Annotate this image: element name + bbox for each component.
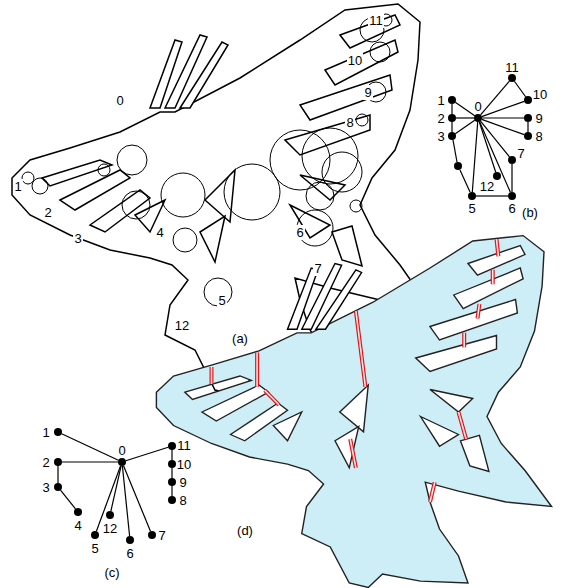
graph-edge	[514, 81, 525, 97]
cut-line	[212, 239, 499, 502]
graph-edge	[456, 117, 474, 118]
callout-number: 3	[73, 231, 82, 246]
graph-vertex: 7	[148, 531, 156, 539]
cut-line	[212, 239, 499, 502]
graph-edge	[62, 434, 119, 461]
graph-edge	[171, 468, 172, 478]
graph-edge	[482, 101, 524, 116]
graph-vertex: 3	[54, 483, 62, 491]
graph-vertex: 10	[524, 96, 532, 104]
vertex-number: 2	[437, 111, 444, 126]
vertex-number: 4	[74, 518, 81, 533]
unlabeled-vertex	[453, 140, 470, 192]
callout-number: 5	[217, 293, 226, 308]
callout-number: 2	[43, 205, 52, 220]
callout-number: 10	[347, 53, 363, 68]
vertex-number: 11	[505, 60, 519, 75]
graph-vertex: 7	[508, 156, 516, 164]
vertex-number: 3	[42, 480, 49, 495]
graph-edge	[455, 120, 474, 133]
vertex-number: 1	[437, 93, 444, 108]
callout-number: 12	[174, 318, 190, 333]
graph-edge	[527, 122, 528, 132]
panel-label: (d)	[236, 523, 254, 538]
vertex-number: 11	[177, 438, 191, 453]
graph-edge	[451, 122, 452, 132]
graph-vertex: 6	[126, 536, 134, 544]
graph-vertex: 11	[508, 74, 516, 82]
vertex-number: 0	[118, 443, 125, 458]
segmented-butterfly	[156, 236, 551, 588]
graph-vertex: 1	[54, 428, 62, 436]
vertex-number: 5	[468, 201, 475, 216]
vertex-number: 7	[517, 146, 524, 161]
graph-vertex: 8	[524, 132, 532, 140]
graph-edge	[479, 122, 496, 172]
graph-edge	[62, 461, 118, 462]
vertex-number: 12	[480, 179, 494, 194]
graph-edge	[111, 466, 121, 511]
vertex-number: 6	[508, 201, 515, 216]
callout-number: 6	[295, 225, 304, 240]
vertex-number: 3	[437, 129, 444, 144]
graph-edge	[171, 450, 172, 460]
graph-edge	[482, 117, 524, 118]
callout-number: 1	[13, 179, 22, 194]
graph-edge	[472, 122, 477, 192]
graph-vertex: 1	[448, 96, 456, 104]
vertex-number: 6	[126, 546, 133, 561]
graph-edge	[60, 490, 75, 509]
vertex-number: 8	[535, 129, 542, 144]
vertex-number: 2	[42, 455, 49, 470]
graph-vertex: 4	[74, 508, 82, 516]
panel-label: (c)	[103, 565, 120, 580]
vertex-number: 10	[177, 457, 191, 472]
panel-label: (a)	[231, 331, 249, 346]
panel-label: (b)	[521, 205, 539, 220]
graph-vertex: 8	[168, 496, 176, 504]
graph-vertex: 5	[468, 192, 476, 200]
graph-edge	[481, 81, 510, 115]
vertex-number: 9	[179, 475, 186, 490]
callout-number: 4	[155, 225, 164, 240]
medial-circles	[22, 14, 392, 306]
graph-vertex: 2	[448, 114, 456, 122]
vertex-number: 1	[42, 425, 49, 440]
graph-vertex: 12	[106, 511, 114, 519]
callout-number: 0	[115, 93, 124, 108]
graph-edge	[57, 466, 58, 483]
graph-vertex: 2	[54, 458, 62, 466]
callout-number: 11	[368, 13, 384, 28]
graph-edge	[451, 104, 452, 114]
graph-vertex: 6	[508, 192, 516, 200]
graph-edge	[476, 195, 508, 196]
vertex-number: 5	[91, 541, 98, 556]
graph-vertex: 10	[168, 460, 176, 468]
graph-vertex: 0	[118, 458, 126, 466]
callout-number: 7	[313, 261, 322, 276]
vertex-number: 10	[533, 87, 547, 102]
graph-vertex: 11	[168, 442, 176, 450]
graph-vertex: 3	[448, 132, 456, 140]
vertex-number: 9	[535, 111, 542, 126]
vertex-number: 8	[179, 493, 186, 508]
graph-edge	[171, 486, 172, 496]
vertex-number: 12	[103, 521, 117, 536]
graph-edge	[455, 102, 474, 115]
graph-vertex: 9	[168, 478, 176, 486]
callout-number: 8	[345, 115, 354, 130]
graph-edge	[124, 466, 151, 532]
vertex-number: 0	[474, 99, 481, 114]
graph-vertex: 0	[474, 114, 482, 122]
callout-number: 9	[363, 85, 372, 100]
vertex-number: 7	[158, 528, 165, 543]
graph-edge	[482, 119, 524, 134]
graph-vertex: 5	[91, 531, 99, 539]
graph-edge	[126, 447, 168, 461]
graph-vertex: 9	[524, 114, 532, 122]
graph-edge	[511, 164, 512, 192]
graph-vertex: 12	[493, 172, 501, 180]
